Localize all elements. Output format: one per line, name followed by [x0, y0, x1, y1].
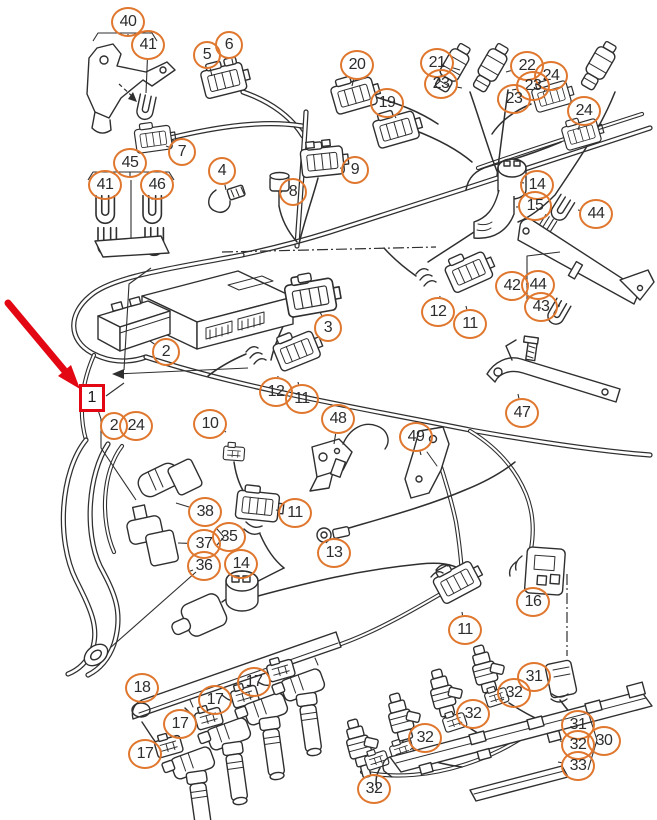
- callout-17[interactable]: 17: [237, 667, 271, 697]
- callout-11[interactable]: 11: [285, 384, 319, 414]
- callout-14[interactable]: 14: [224, 549, 258, 579]
- connector-16: [508, 546, 566, 596]
- callout-8[interactable]: 8: [279, 178, 307, 206]
- callout-23[interactable]: 23: [424, 69, 458, 99]
- sleeve-and-connector-14-lower: [171, 570, 259, 637]
- connector-11-lower-right: [428, 551, 488, 606]
- connector-14-15-right: [473, 158, 527, 239]
- connector-11-left: [234, 483, 287, 536]
- callout-41[interactable]: 41: [88, 170, 122, 200]
- callout-20[interactable]: 20: [340, 50, 374, 80]
- callout-36[interactable]: 36: [187, 551, 221, 581]
- callout-47[interactable]: 47: [505, 398, 539, 428]
- callout-38[interactable]: 38: [188, 497, 222, 527]
- callout-9[interactable]: 9: [341, 156, 369, 184]
- callout-3[interactable]: 3: [314, 314, 342, 342]
- callout-7[interactable]: 7: [168, 138, 196, 166]
- highlighted-callout-label: 1: [87, 389, 97, 406]
- callout-43[interactable]: 43: [524, 292, 558, 322]
- highlighted-callout-1[interactable]: 1: [79, 384, 105, 412]
- connector-pair-12-11-mid: [245, 322, 327, 373]
- ring-terminal-13: [316, 526, 351, 543]
- callout-44[interactable]: 44: [579, 199, 613, 229]
- callout-24[interactable]: 24: [567, 96, 601, 126]
- callout-32[interactable]: 32: [456, 699, 490, 729]
- callout-13[interactable]: 13: [317, 538, 351, 568]
- clip-4: [208, 184, 246, 213]
- red-arrow: [4, 299, 80, 389]
- callout-17[interactable]: 17: [198, 685, 232, 715]
- ecu-module-2: [97, 270, 294, 352]
- callout-15[interactable]: 15: [518, 191, 552, 221]
- abs-sensor-parts: [83, 458, 203, 667]
- bracket-40-41: [86, 32, 176, 134]
- callout-12[interactable]: 12: [421, 297, 455, 327]
- callout-18[interactable]: 18: [125, 673, 159, 703]
- callout-32[interactable]: 32: [357, 774, 391, 804]
- connector-9: [298, 138, 351, 179]
- callout-17[interactable]: 17: [128, 739, 162, 769]
- callout-2[interactable]: 2: [152, 338, 180, 366]
- callout-23[interactable]: 23: [497, 84, 531, 114]
- callout-17[interactable]: 17: [163, 709, 197, 739]
- callout-32[interactable]: 32: [408, 723, 442, 753]
- callout-49[interactable]: 49: [399, 422, 433, 452]
- callout-30[interactable]: 30: [587, 726, 621, 756]
- callout-48[interactable]: 48: [321, 404, 355, 434]
- callout-45[interactable]: 45: [113, 148, 147, 178]
- callout-19[interactable]: 19: [370, 88, 404, 118]
- callout-16[interactable]: 16: [516, 587, 550, 617]
- callout-11[interactable]: 11: [278, 498, 312, 528]
- connector-pair-12-11-upper: [415, 242, 500, 295]
- callout-11[interactable]: 11: [448, 615, 482, 645]
- callout-11[interactable]: 11: [453, 309, 487, 339]
- callout-6[interactable]: 6: [215, 31, 243, 59]
- bracket-47: [486, 335, 621, 403]
- callout-41[interactable]: 41: [131, 30, 165, 60]
- callout-4[interactable]: 4: [208, 157, 236, 185]
- callout-46[interactable]: 46: [140, 170, 174, 200]
- callout-24[interactable]: 24: [119, 411, 153, 441]
- callout-10[interactable]: 10: [193, 409, 227, 439]
- callout-33[interactable]: 33: [561, 751, 595, 781]
- connector-3: [281, 269, 344, 319]
- callout-32[interactable]: 32: [497, 678, 531, 708]
- bracket-48: [309, 423, 389, 492]
